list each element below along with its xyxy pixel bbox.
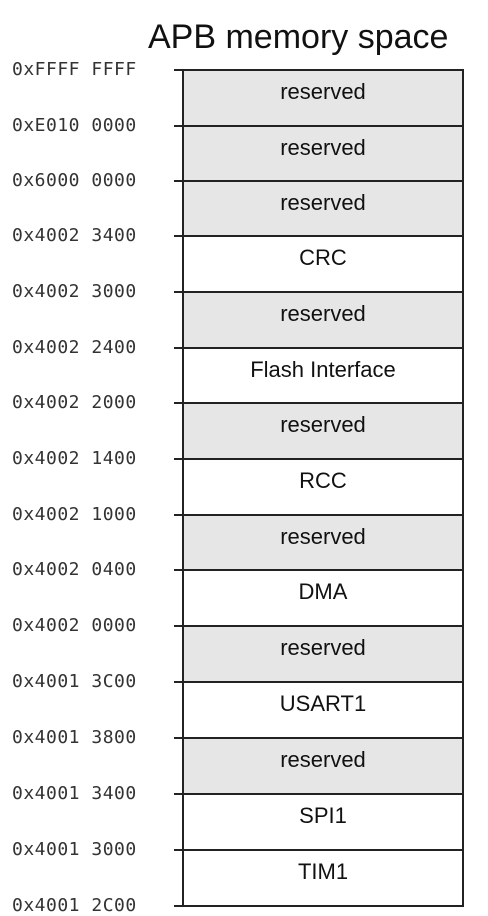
address-tick [174,793,182,795]
address-tick [174,69,182,71]
address-label: 0x4001 3800 [12,727,137,748]
memory-region-label: reserved [280,301,366,326]
memory-region-label: reserved [280,135,366,160]
memory-region-label: reserved [280,747,366,772]
memory-region-rcc: RCC [182,458,464,514]
address-label: 0x4001 3400 [12,783,137,804]
address-label: 0xFFFF FFFF [12,59,137,80]
address-label: 0x4002 3400 [12,225,137,246]
address-tick [174,347,182,349]
memory-region-label: reserved [280,79,366,104]
address-label: 0x4001 2C00 [12,895,137,916]
memory-region-label: RCC [299,468,347,493]
memory-region-label: TIM1 [297,859,349,884]
memory-region-flash-interface: Flash Interface [182,347,464,402]
memory-region-reserved: reserved [182,402,464,458]
memory-region-label: reserved [280,524,366,549]
memory-region-reserved: reserved [182,291,464,347]
address-label: 0x4002 1000 [12,504,137,525]
address-label: 0x4001 3000 [12,839,137,860]
memory-region-reserved: reserved [182,514,464,569]
address-tick [174,235,182,237]
address-label: 0x4002 2000 [12,392,137,413]
address-tick [174,625,182,627]
memory-region-label: SPI1 [299,803,347,828]
address-label: 0x4001 3C00 [12,671,137,692]
address-tick [174,514,182,516]
memory-region-dma: DMA [182,569,464,625]
memory-region-label: USART1 [279,691,367,716]
memory-region-tim1: TIM1 [182,849,464,907]
address-tick [174,402,182,404]
memory-region-usart1: USART1 [182,681,464,737]
address-label: 0x4002 1400 [12,448,137,469]
diagram-title: APB memory space [148,18,449,56]
memory-region-reserved: reserved [182,125,464,180]
memory-region-reserved: reserved [182,625,464,681]
address-tick [174,569,182,571]
memory-region-label: reserved [280,412,366,437]
address-tick [174,905,182,907]
memory-region-label: reserved [280,635,366,660]
memory-region-reserved: reserved [182,69,464,125]
memory-region-reserved: reserved [182,180,464,235]
address-label: 0xE010 0000 [12,115,137,136]
memory-region-label: DMA [298,579,348,604]
address-tick [174,180,182,182]
memory-region-spi1: SPI1 [182,793,464,849]
address-label: 0x6000 0000 [12,170,137,191]
address-label: 0x4002 3000 [12,281,137,302]
memory-region-crc: CRC [182,235,464,291]
address-tick [174,291,182,293]
address-tick [174,681,182,683]
address-label: 0x4002 0400 [12,559,137,580]
memory-region-reserved: reserved [182,737,464,793]
memory-region-label: reserved [280,190,366,215]
memory-region-label: CRC [299,245,347,270]
address-tick [174,125,182,127]
address-tick [174,458,182,460]
memory-region-label: Flash Interface [250,357,396,382]
address-tick [174,737,182,739]
address-label: 0x4002 2400 [12,337,137,358]
address-tick [174,849,182,851]
address-label: 0x4002 0000 [12,615,137,636]
